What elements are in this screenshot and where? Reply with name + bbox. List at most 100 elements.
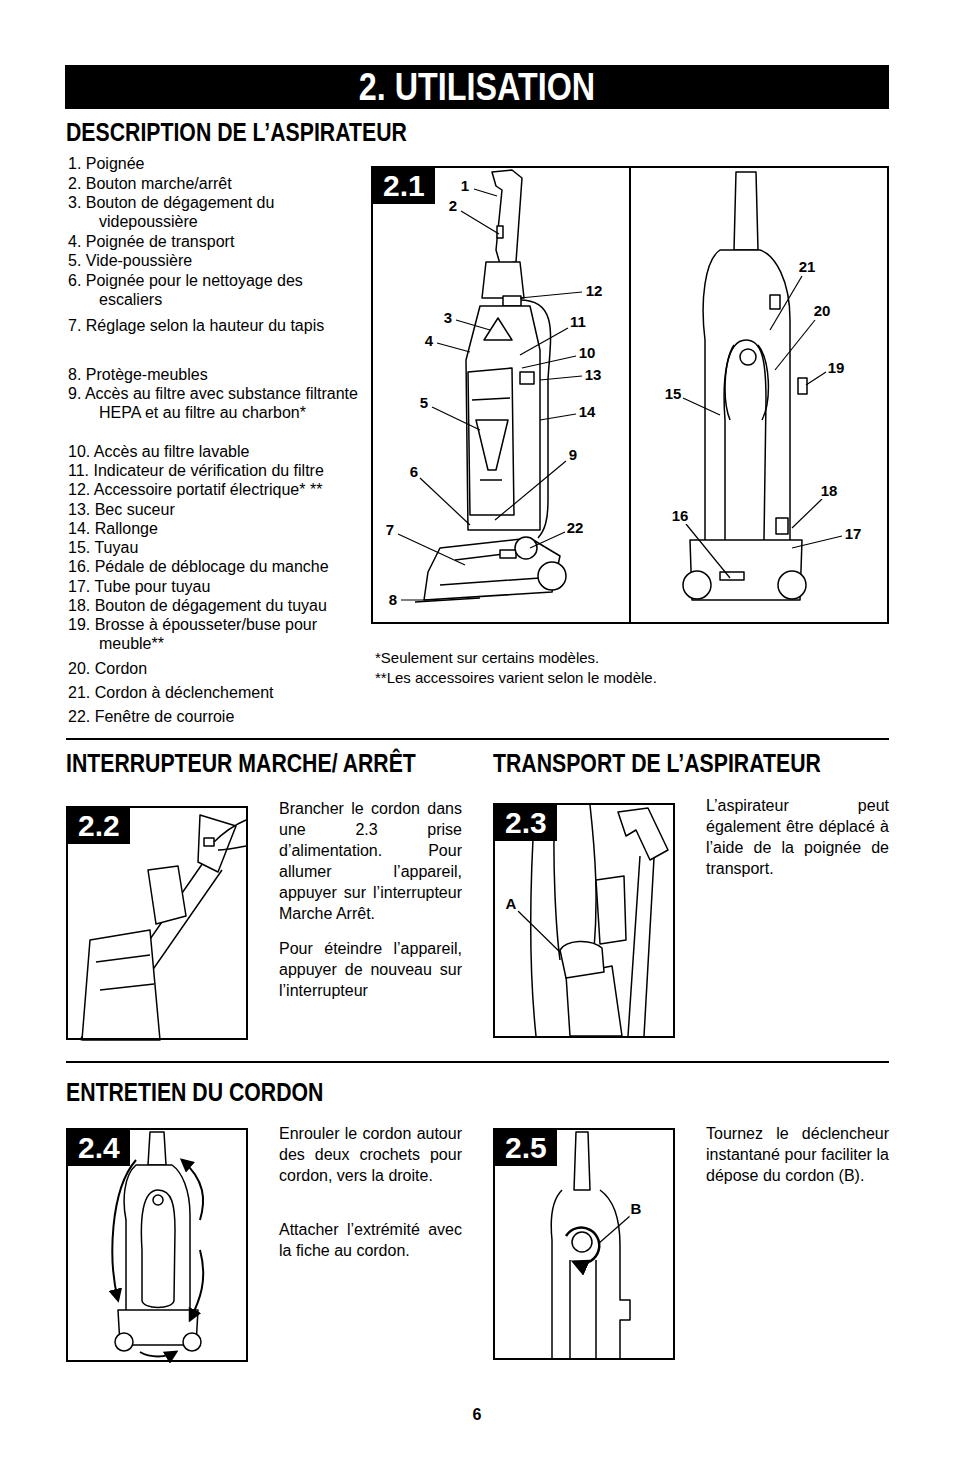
rotation-arrow (182, 1160, 203, 1220)
vacuum-rear-view (724, 340, 766, 552)
leader-line (522, 356, 576, 368)
part-list-item: 22. Fenêtre de courroie (68, 707, 368, 726)
part-list-item: 5. Vide-poussière (68, 251, 368, 270)
part-list-item: 16. Pédale de déblocage du manche (68, 557, 368, 576)
rotation-arrow (112, 1160, 203, 1357)
callout-number: 17 (844, 526, 863, 542)
part-list-item: 13. Bec suceur (68, 500, 368, 519)
leader-line (456, 320, 490, 330)
vacuum-front-view (520, 372, 534, 384)
vacuum-rear-view (683, 571, 711, 599)
part-list-item: 14. Rallonge (68, 519, 368, 538)
leader-line (775, 320, 815, 370)
part-list-item: 6. Poignée pour le nettoyage des escalie… (68, 271, 368, 309)
instruction-text: Pour éteindre l’appareil, appuyer de nou… (279, 938, 462, 1001)
carry-illustration (560, 941, 604, 978)
callout-letter: B (630, 1201, 643, 1217)
part-list-item: 1. Poignée (68, 154, 368, 173)
part-list-item: 10. Accès au filtre lavable (68, 442, 368, 461)
callout-number: 9 (568, 447, 578, 463)
panel-divider (629, 166, 631, 624)
leader-line (686, 524, 730, 578)
callout-number: 19 (827, 360, 846, 376)
part-list-item: 21. Cordon à déclenchement (68, 683, 368, 702)
rotation-arrow (566, 1228, 599, 1264)
carry-illustration (618, 808, 668, 860)
cord-wrap-illustration (141, 1190, 175, 1308)
leader-line (437, 343, 470, 352)
leader-line (432, 407, 480, 430)
part-list-item: 12. Accessoire portatif électrique* ** (68, 480, 368, 499)
vacuum-rear-view (770, 295, 780, 309)
callout-number: 13 (584, 367, 603, 383)
callout-number: 18 (820, 483, 839, 499)
rotation-arrow (190, 1250, 203, 1320)
part-list-item: 20. Cordon (68, 659, 368, 678)
cord-wrap-illustration (153, 1195, 163, 1205)
cord-wrap-illustration (124, 1165, 190, 1315)
cord-release-illustration (551, 1132, 630, 1358)
switch-illustration (96, 955, 154, 990)
leader-line (461, 211, 499, 234)
callout-number: 14 (578, 404, 597, 420)
callout-number: 10 (578, 345, 597, 361)
callout-letter: A (505, 896, 518, 912)
cord-wrap-illustration (183, 1333, 201, 1351)
callout-number: 4 (424, 333, 434, 349)
vacuum-front-view (472, 398, 510, 480)
vacuum-front-view (497, 226, 503, 238)
vacuum-front-view (415, 170, 566, 602)
switch-illustration (204, 838, 214, 846)
cord-release-illustration (570, 1260, 596, 1358)
callout-number: 5 (419, 395, 429, 411)
section-heading: DESCRIPTION DE L’ASPIRATEUR (66, 117, 407, 147)
switch-illustration (198, 815, 236, 872)
vacuum-rear-view (720, 572, 744, 580)
cord-wrap-illustration (115, 1333, 133, 1351)
part-list-item: 9. Accès au filtre avec substance filtra… (68, 384, 368, 422)
callout-number: 3 (443, 310, 453, 326)
cord-release-illustration (574, 1132, 590, 1190)
callout-number: 2 (448, 198, 458, 214)
leader-line (520, 328, 568, 355)
vacuum-rear-view (798, 378, 807, 394)
part-list-item: 19. Brosse à épousseter/buse pour meuble… (68, 615, 368, 653)
vacuum-front-view (482, 262, 524, 298)
switch-illustration (80, 860, 222, 1040)
title-band: 2. UTILISATION (65, 65, 889, 109)
section-heading: ENTRETIEN DU CORDON (66, 1077, 323, 1107)
vacuum-front-view (468, 368, 514, 515)
figure-number: 2.2 (68, 808, 130, 844)
part-list-item: 15. Tuyau (68, 538, 368, 557)
figure-box: 2.1 (371, 166, 889, 624)
callout-number: 12 (585, 283, 604, 299)
section-heading: INTERRUPTEUR MARCHE/ ARRÊT (66, 748, 416, 778)
vacuum-rear-view (734, 172, 758, 250)
page-title: 2. UTILISATION (359, 65, 595, 109)
vacuum-rear-view (778, 571, 806, 599)
carry-illustration (628, 856, 654, 1036)
leader-line (398, 534, 465, 565)
switch-illustration (214, 820, 246, 850)
callout-number: 20 (813, 303, 832, 319)
part-list-item: 11. Indicateur de vérification du filtre (68, 461, 368, 480)
instruction-text: Brancher le cordon dans une 2.3 prise d’… (279, 798, 462, 924)
section-rule (66, 738, 889, 740)
part-list-item: 8. Protège-meubles (68, 365, 368, 384)
callout-number: 16 (671, 508, 690, 524)
leader-line (598, 1216, 630, 1244)
leader-line (420, 478, 470, 525)
instruction-text: Attacher l’extrémité avec la fiche au co… (279, 1219, 462, 1261)
callout-number: 15 (664, 386, 683, 402)
part-list-item: 17. Tube pour tuyau (68, 577, 368, 596)
leader-line (683, 398, 720, 415)
callout-number: 22 (566, 520, 585, 536)
leader-line (474, 189, 497, 196)
section-heading: TRANSPORT DE L’ASPIRATEUR (493, 748, 821, 778)
switch-illustration (82, 930, 160, 1040)
vacuum-rear-view (776, 518, 788, 534)
switch-illustration (80, 815, 246, 1040)
cord-release-illustration (551, 1190, 630, 1358)
leader-line (540, 376, 582, 380)
part-list-item: 3. Bouton de dégagement du videpoussière (68, 193, 368, 231)
